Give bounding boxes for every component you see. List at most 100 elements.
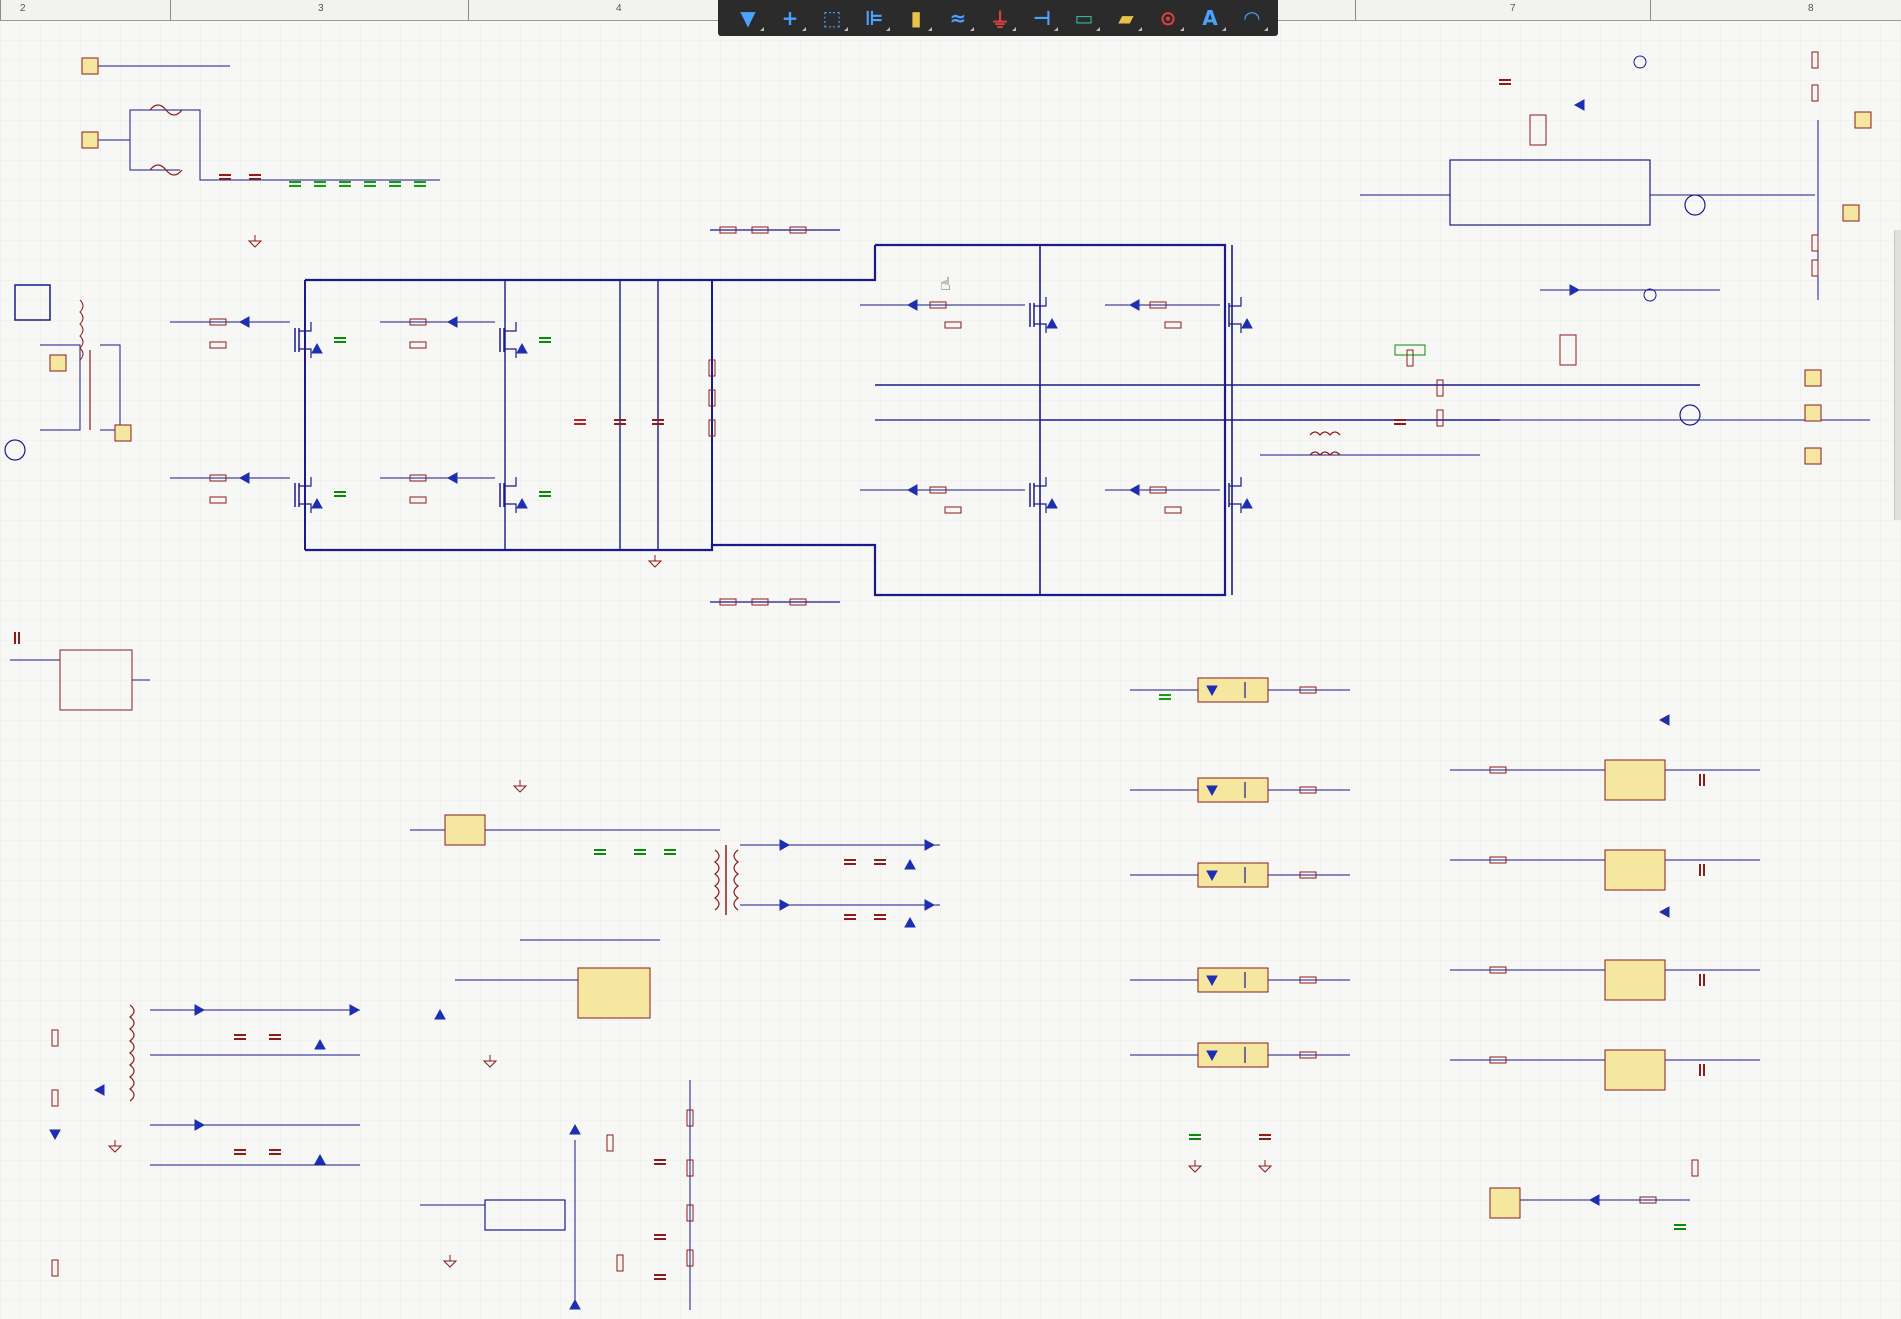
d14: [924, 839, 936, 851]
gate-resistor: [929, 301, 947, 309]
gate-resistor: [1149, 486, 1167, 494]
bus-divider-resistor: [789, 598, 807, 606]
fan-symbol: [4, 439, 26, 461]
text-button[interactable]: A: [1192, 3, 1228, 33]
pgnd-top-tri: [512, 785, 528, 793]
mosfet-q6-body-diode: [1241, 317, 1253, 329]
mosfet-q5-source: [1034, 323, 1047, 333]
ic-u3: [577, 967, 651, 1019]
ic-input-resistor: [1489, 966, 1507, 974]
mosfet-q7-drain: [1034, 477, 1047, 487]
wire-icon: ≈: [949, 6, 967, 30]
mosfet-q5-drain: [1034, 297, 1047, 307]
aux-resistor: [51, 1259, 59, 1277]
bus-divider-resistor: [719, 226, 737, 234]
connector-j2[interactable]: [114, 424, 132, 442]
p4-port[interactable]: [1804, 447, 1822, 465]
p2-port[interactable]: [1804, 369, 1822, 387]
mosfet-q9-drain: [299, 322, 312, 332]
ic-input-resistor: [1489, 1056, 1507, 1064]
d13: [779, 899, 791, 911]
bridge-module: [14, 284, 51, 321]
dropdown-corner: [1012, 27, 1016, 31]
optocoupler: [1197, 862, 1269, 888]
gate-diode: [238, 472, 250, 484]
arc-button[interactable]: ◠: [1234, 3, 1270, 33]
aux-diode: [93, 1084, 105, 1096]
gate-resistor: [409, 474, 427, 482]
ruler-label: 7: [1510, 3, 1516, 14]
gate-diode: [1128, 299, 1140, 311]
mosfet-q13-drain: [299, 477, 312, 487]
relay-diode: [1573, 99, 1585, 111]
select-rect-button[interactable]: ⬚: [814, 3, 850, 33]
ic-input-resistor: [1489, 856, 1507, 864]
gate-diode: [906, 484, 918, 496]
mosfet-q6-drain: [1229, 297, 1242, 307]
mosfet-q8-body-diode: [1241, 497, 1253, 509]
add-icon: +: [781, 6, 799, 30]
inductor-l2: [1309, 451, 1341, 456]
gate-diode: [238, 316, 250, 328]
ic-slm346: [1604, 959, 1666, 1001]
mosfet-q9-source: [299, 348, 312, 358]
gate-resistor: [944, 506, 962, 514]
power-port-button[interactable]: ⊙: [1150, 3, 1186, 33]
fuse-f1: [149, 104, 183, 116]
flyback-secondary: [733, 849, 739, 911]
dropdown-corner: [1264, 27, 1268, 31]
add-button[interactable]: +: [772, 3, 808, 33]
dropdown-corner: [760, 27, 764, 31]
pgnd-bottom-tri: [482, 1060, 498, 1068]
text-icon: A: [1202, 6, 1218, 30]
vbat-port-in[interactable]: [81, 131, 99, 149]
d-clamp: [1658, 906, 1670, 918]
divider-resistor: [1811, 51, 1819, 69]
harness-button[interactable]: ▭: [1066, 3, 1102, 33]
d3-diode: [1569, 284, 1581, 296]
input-rail: [180, 109, 440, 181]
filter-icon: ▼: [740, 6, 756, 30]
common-mode-choke-2: [1679, 404, 1701, 426]
mosfet-q7-source: [1034, 503, 1047, 513]
bus-button[interactable]: ⊣: [1024, 3, 1060, 33]
component-icon: ▮: [910, 6, 922, 30]
scrollbar[interactable]: [1894, 230, 1901, 520]
ground-button[interactable]: ⏚: [982, 3, 1018, 33]
fb-resistor: [616, 1254, 624, 1272]
mosfet-q10-drain: [504, 322, 517, 332]
filter-button[interactable]: ▼: [730, 3, 766, 33]
connector-j1[interactable]: [49, 354, 67, 372]
p5-port[interactable]: [1842, 204, 1860, 222]
opto-resistor: [1299, 786, 1317, 794]
vbat-port-top[interactable]: [81, 57, 99, 75]
bus-sense-resistor: [708, 359, 716, 377]
inductor-l1: [1309, 431, 1341, 436]
current-sense-cap: [1394, 344, 1426, 356]
harness-icon: ▭: [1074, 6, 1094, 30]
fb-diode: [569, 1298, 581, 1310]
ruler-tick: [1650, 0, 1651, 20]
vbat-in-wire: [98, 109, 180, 141]
mosfet-q6-source: [1229, 323, 1242, 333]
filter-resistor: [1436, 409, 1444, 427]
relay-coil: [1529, 114, 1547, 146]
aux-resistor: [51, 1029, 59, 1047]
opto-resistor: [1299, 1051, 1317, 1059]
hbridge-bus-top: [305, 245, 877, 282]
port-button[interactable]: ▰: [1108, 3, 1144, 33]
wire-button[interactable]: ≈: [940, 3, 976, 33]
gate-resistor: [1164, 321, 1182, 329]
mosfet-q10-body-diode: [516, 342, 528, 354]
gate-resistor: [209, 496, 227, 504]
p3-port[interactable]: [1804, 404, 1822, 422]
gate-resistor: [409, 318, 427, 326]
mosfet-q7-body-diode: [1046, 497, 1058, 509]
dropdown-corner: [1054, 27, 1058, 31]
component-button[interactable]: ▮: [898, 3, 934, 33]
aux-resistor: [51, 1089, 59, 1107]
switch-sw1[interactable]: [1489, 1187, 1521, 1219]
p1-port[interactable]: [1854, 111, 1872, 129]
align-button[interactable]: ⊫: [856, 3, 892, 33]
